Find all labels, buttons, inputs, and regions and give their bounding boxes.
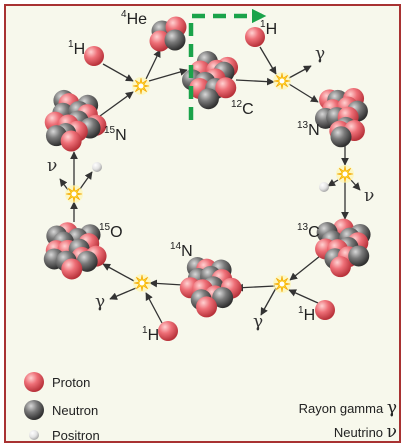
nucleon xyxy=(149,30,171,52)
nucleon xyxy=(196,296,218,318)
hydrogen-proton-3 xyxy=(315,300,335,320)
arrow xyxy=(148,68,188,82)
arrow xyxy=(288,83,319,103)
legend-positron-ball xyxy=(29,430,39,440)
nucleus-oxygen-15 xyxy=(43,222,107,280)
legend-neutron-label: Neutron xyxy=(52,403,99,418)
arrow xyxy=(288,65,312,79)
nucleon xyxy=(348,245,370,267)
legend-proton-ball xyxy=(24,372,44,392)
arrow xyxy=(145,292,163,324)
gamma-symbol-3: γ xyxy=(95,292,106,312)
reaction-arrows xyxy=(59,46,361,324)
label-carbon-13: 13C xyxy=(297,222,320,241)
arrow xyxy=(235,77,275,86)
label-hydrogen-2: 1H xyxy=(260,19,278,38)
gamma-symbol-2: γ xyxy=(253,312,264,332)
label-nitrogen-13: 13N xyxy=(297,120,320,139)
label-nitrogen-15: 15N xyxy=(104,125,127,144)
hydrogen-proton-2 xyxy=(245,27,265,47)
label-hydrogen-3: 1H xyxy=(298,305,316,324)
nucleon xyxy=(329,256,351,278)
reaction-flashes xyxy=(65,72,354,293)
nucleon xyxy=(197,88,219,110)
label-nitrogen-14: 14N xyxy=(170,241,193,260)
nucleus-helium-4 xyxy=(149,16,187,52)
arrow xyxy=(79,171,93,190)
nucleon xyxy=(164,29,186,51)
arrow xyxy=(327,179,339,187)
label-oxygen-15: 15O xyxy=(99,222,123,241)
nucleus-nitrogen-15 xyxy=(44,89,107,152)
flash-n15-reaction xyxy=(132,77,150,95)
nucleon xyxy=(215,77,237,99)
neutrino-symbol-2: ν xyxy=(47,156,58,176)
nucleon xyxy=(60,130,82,152)
nucleus-nitrogen-13 xyxy=(314,87,368,148)
arrow xyxy=(149,279,184,288)
label-hydrogen-1: 1H xyxy=(68,39,86,58)
gamma-symbol-1: γ xyxy=(315,44,326,64)
nucleus-carbon-13 xyxy=(315,218,371,278)
nucleon xyxy=(61,258,83,280)
free-particles xyxy=(24,27,335,440)
arrow xyxy=(288,289,319,304)
arrow xyxy=(259,46,277,75)
label-carbon-12: 12C xyxy=(231,99,254,118)
legend-gamma: Rayon gamma γ xyxy=(298,398,397,418)
arrow xyxy=(260,287,277,316)
label-helium-4: 4He xyxy=(121,9,148,28)
legend-neutron-ball xyxy=(24,400,44,420)
flash-o15-decay xyxy=(65,185,83,203)
arrow xyxy=(289,255,321,281)
nucleon xyxy=(330,126,352,148)
flash-c13-reaction xyxy=(273,275,291,293)
neutrino-symbol-1: ν xyxy=(364,186,375,206)
hydrogen-proton-1 xyxy=(84,46,104,66)
arrow xyxy=(102,263,135,282)
nucleus-carbon-12 xyxy=(182,51,239,110)
arrow xyxy=(109,287,137,300)
flash-c12-reaction xyxy=(273,72,291,90)
arrow xyxy=(145,49,161,80)
nucleon xyxy=(212,287,234,309)
flash-n14-reaction xyxy=(133,274,151,292)
arrow xyxy=(350,179,361,191)
nuclei xyxy=(43,16,371,318)
arrow xyxy=(102,63,134,82)
positron-2 xyxy=(92,162,102,172)
positron-1 xyxy=(319,182,329,192)
arrow xyxy=(99,91,134,117)
highlight-arrow xyxy=(188,8,267,120)
legend-proton-label: Proton xyxy=(52,375,91,390)
hydrogen-proton-4 xyxy=(158,321,178,341)
flash-n13-decay xyxy=(336,165,354,183)
legend-neutrino: Neutrino ν xyxy=(333,422,397,442)
label-hydrogen-4: 1H xyxy=(142,325,160,344)
nucleus-nitrogen-14 xyxy=(179,257,242,318)
legend-positron-label: Positron xyxy=(52,428,100,443)
arrow xyxy=(59,178,69,191)
arrow xyxy=(235,283,276,292)
